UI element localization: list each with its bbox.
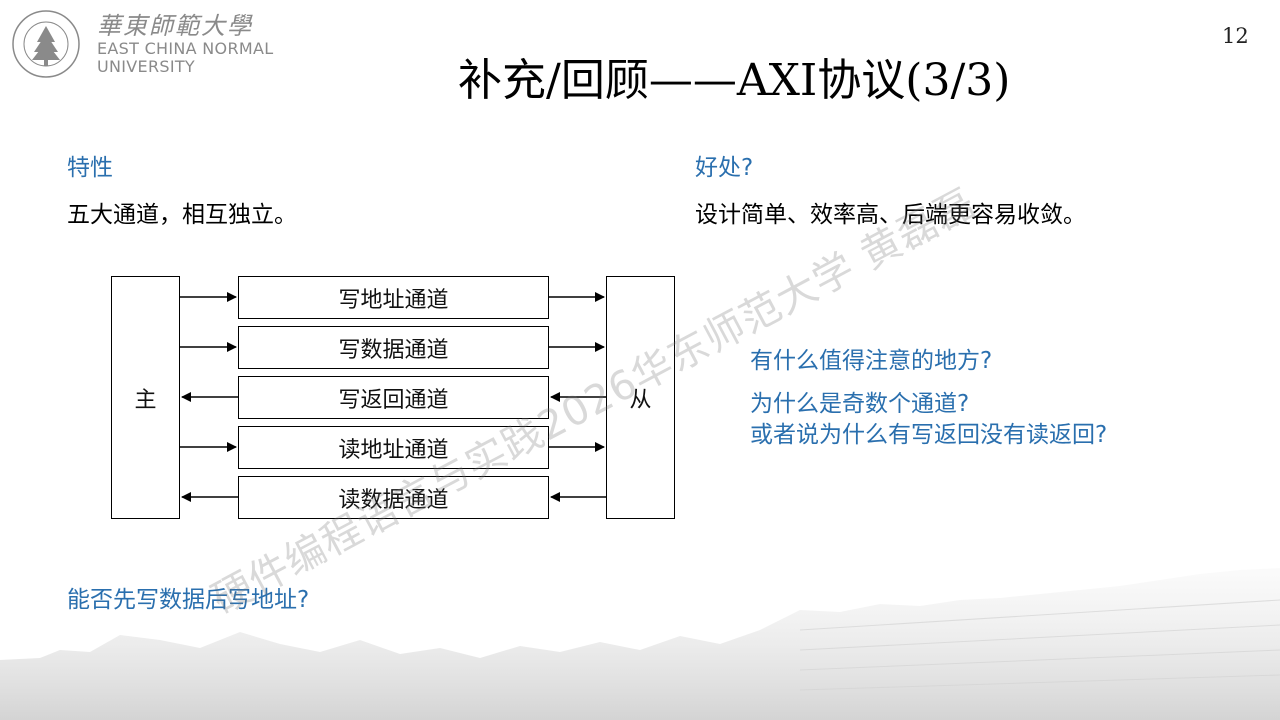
channel-write-data: 写数据通道	[238, 326, 549, 369]
channel-label: 读地址通道	[338, 437, 449, 463]
channel-label: 写地址通道	[338, 287, 449, 313]
master-box: 主	[111, 276, 180, 519]
master-label: 主	[134, 387, 157, 413]
channel-label: 读数据通道	[338, 487, 449, 513]
slide-title: 补充/回顾——AXI协议(3/3)	[458, 55, 1011, 106]
features-heading: 特性	[67, 155, 113, 181]
note-question-1: 有什么值得注意的地方?	[750, 348, 993, 374]
benefits-text: 设计简单、效率高、后端更容易收敛。	[695, 202, 1086, 228]
channel-label: 写数据通道	[338, 337, 449, 363]
logo-chinese-name: 華東師範大學	[97, 12, 253, 40]
channel-read-data: 读数据通道	[238, 476, 549, 519]
write-order-question: 能否先写数据后写地址?	[67, 587, 310, 613]
slave-box: 从	[606, 276, 675, 519]
features-text: 五大通道，相互独立。	[67, 202, 297, 228]
page-number: 12	[1222, 24, 1249, 48]
slave-label: 从	[629, 387, 652, 413]
channel-write-response: 写返回通道	[238, 376, 549, 419]
channel-label: 写返回通道	[338, 387, 449, 413]
note-question-3: 或者说为什么有写返回没有读返回?	[750, 422, 1108, 448]
campus-skyline-background	[0, 568, 1280, 720]
note-question-2: 为什么是奇数个通道?	[750, 391, 970, 417]
channel-read-address: 读地址通道	[238, 426, 549, 469]
logo-english-line2: UNIVERSITY	[97, 57, 195, 76]
logo-english-line1: EAST CHINA NORMAL	[97, 39, 274, 58]
university-seal-logo	[12, 10, 80, 78]
benefits-heading: 好处?	[695, 155, 754, 181]
channel-write-address: 写地址通道	[238, 276, 549, 319]
